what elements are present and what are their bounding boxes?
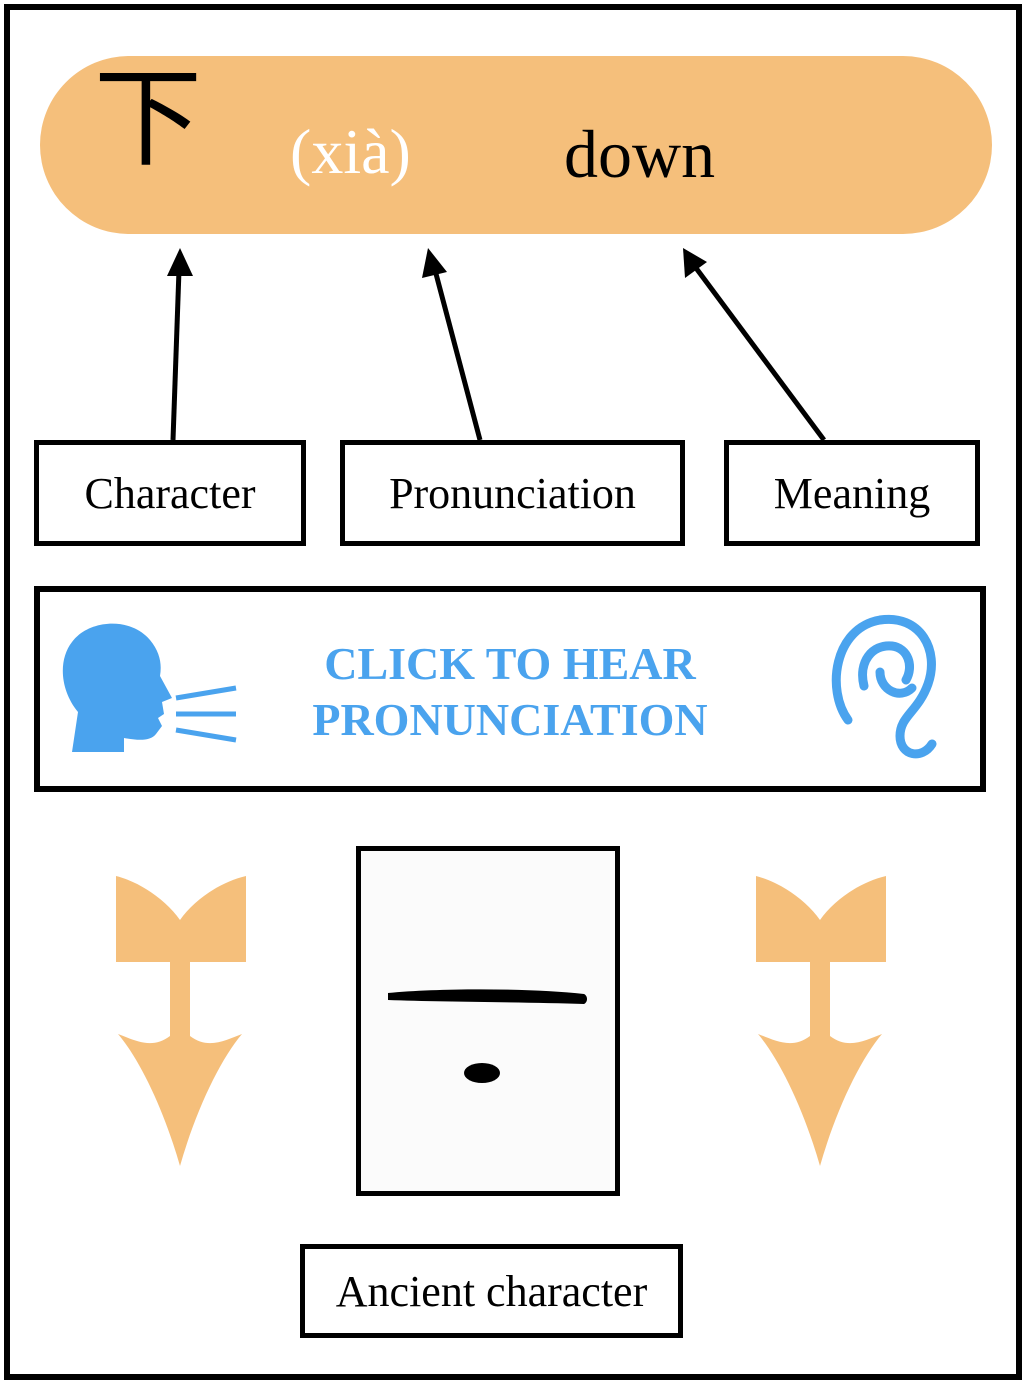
character-glyph: 下 [94, 57, 203, 182]
arrowhead-meaning [683, 248, 707, 278]
hear-line-1: CLICK TO HEAR [324, 638, 696, 689]
ancient-stroke-dot [464, 1063, 500, 1083]
arrow-pronunciation [432, 269, 483, 441]
label-character: Character [34, 440, 306, 546]
ancient-character-image [356, 846, 620, 1196]
speech-lines-icon [175, 685, 237, 743]
label-ancient-text: Ancient character [335, 1266, 648, 1316]
pinyin-text: (xià) [290, 116, 411, 187]
arrow-meaning [693, 266, 827, 442]
character-banner [40, 56, 992, 234]
down-arrow-left [116, 876, 246, 1166]
hear-pronunciation-button[interactable]: CLICK TO HEAR PRONUNCIATION [34, 586, 986, 792]
ear-icon [831, 614, 937, 759]
hear-line-2: PRONUNCIATION [312, 694, 708, 745]
ancient-stroke-horizontal [388, 989, 587, 1004]
speaking-head-icon [62, 623, 172, 752]
label-pronunciation-text: Pronunciation [389, 468, 636, 518]
label-meaning: Meaning [724, 440, 980, 546]
down-arrow-right [756, 876, 886, 1166]
label-ancient-character: Ancient character [300, 1244, 683, 1338]
label-character-text: Character [84, 468, 256, 518]
arrowhead-character [167, 248, 193, 276]
arrow-character [170, 269, 182, 441]
label-meaning-text: Meaning [773, 468, 931, 518]
meaning-text: down [564, 116, 716, 192]
arrowhead-pronunciation [422, 248, 447, 278]
label-pronunciation: Pronunciation [340, 440, 685, 546]
hear-pronunciation-label[interactable]: CLICK TO HEAR PRONUNCIATION [40, 636, 980, 748]
